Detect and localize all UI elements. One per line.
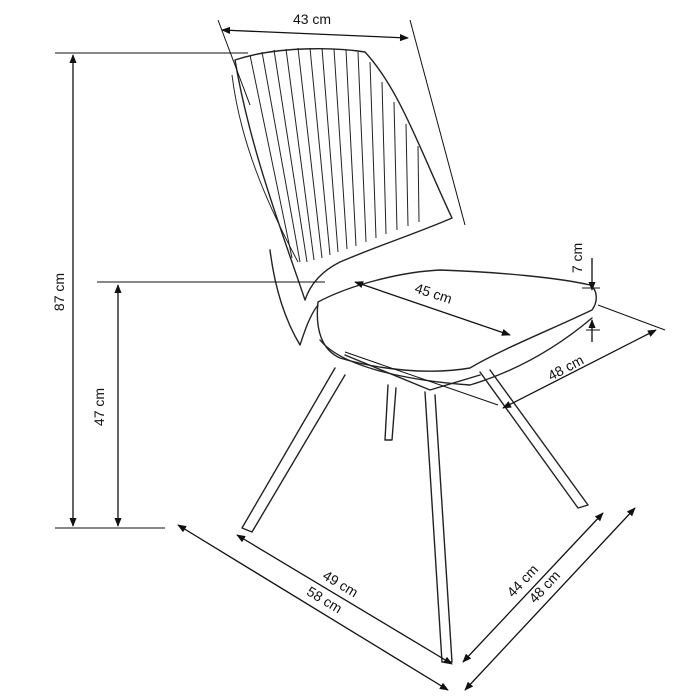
dimension-seat-width: 48 cm: [344, 304, 666, 409]
dimension-seat-height: 47 cm: [91, 281, 325, 527]
dimension-base-width: 44 cm 48 cm: [462, 507, 636, 691]
seat-cushion: [316, 269, 597, 372]
backrest-stitching: [249, 47, 420, 263]
backrest: [234, 48, 453, 301]
back-lower-panel: [269, 249, 319, 346]
dimension-seat-depth: 45 cm: [354, 280, 511, 336]
chair-outline: [231, 47, 597, 663]
label-backrest-width: 43 cm: [293, 11, 331, 27]
backrest-side: [231, 74, 299, 263]
dimension-total-height: 87 cm: [51, 52, 248, 529]
label-seat-height: 47 cm: [91, 388, 107, 426]
dimension-backrest-width: 43 cm: [217, 11, 466, 226]
label-seat-depth: 45 cm: [413, 280, 454, 307]
leg-back-left: [384, 384, 397, 441]
label-seat-width: 48 cm: [545, 352, 586, 384]
label-total-height: 87 cm: [51, 273, 67, 311]
leg-front-left: [241, 367, 346, 533]
dimension-base-depth: 49 cm 58 cm: [177, 524, 453, 691]
leg-back-right: [479, 369, 589, 509]
label-seat-thickness: 7 cm: [569, 243, 585, 273]
leg-front-right: [424, 391, 453, 663]
base-frame: [344, 354, 481, 391]
